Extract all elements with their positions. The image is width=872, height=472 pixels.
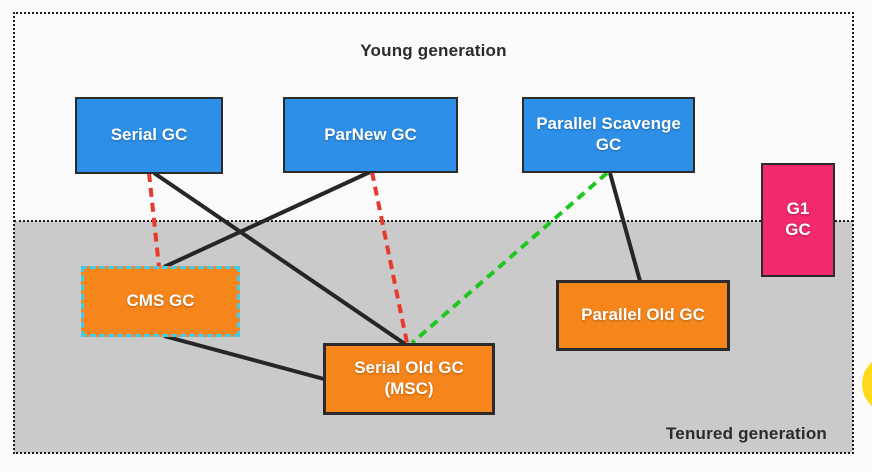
box-g1-gc: G1 GC: [761, 163, 835, 277]
box-serial-old-gc-label-line1: Serial Old GC: [354, 358, 464, 378]
generation-boundary-line: [14, 220, 853, 222]
young-generation-title: Young generation: [360, 41, 507, 60]
laser-pointer-dot: [862, 355, 872, 413]
box-parnew-gc: ParNew GC: [283, 97, 458, 173]
box-serial-old-gc: Serial Old GC (MSC): [323, 343, 495, 415]
connection-serial-gc-to-serial-old-gc: [152, 171, 407, 346]
connection-parallel-scavenge-gc-to-serial-old-gc: [410, 171, 609, 345]
connection-cms-gc-to-serial-old-gc: [163, 334, 325, 381]
box-g1-gc-label-line1: G1: [786, 199, 810, 219]
connection-parnew-gc-to-serial-old-gc: [370, 171, 409, 344]
box-parnew-gc-label: ParNew GC: [324, 124, 417, 144]
box-serial-gc-label: Serial GC: [110, 125, 188, 145]
connection-parnew-gc-to-cms-gc: [163, 170, 371, 269]
box-g1-gc-label-line2: GC: [785, 220, 811, 239]
box-parallel-old-gc-label: Parallel Old GC: [581, 305, 705, 325]
connection-parallel-scavenge-gc-to-parallel-old-gc: [608, 172, 642, 282]
box-serial-gc: Serial GC: [75, 97, 223, 174]
box-serial-old-gc-label-line2: (MSC): [384, 379, 434, 398]
box-cms-gc: CMS GC: [81, 266, 240, 337]
box-cms-gc-label: CMS GC: [126, 291, 195, 311]
box-parallel-scavenge-gc: Parallel Scavenge GC: [522, 97, 695, 173]
box-parallel-old-gc: Parallel Old GC: [556, 280, 730, 351]
box-parallel-scavenge-gc-label-line2: GC: [595, 135, 622, 154]
box-parallel-scavenge-gc-label-line1: Parallel Scavenge: [536, 114, 681, 134]
tenured-generation-title: Tenured generation: [665, 424, 827, 443]
heap-dotted-border: [13, 12, 854, 454]
connection-serial-gc-to-cms-gc: [147, 172, 161, 268]
